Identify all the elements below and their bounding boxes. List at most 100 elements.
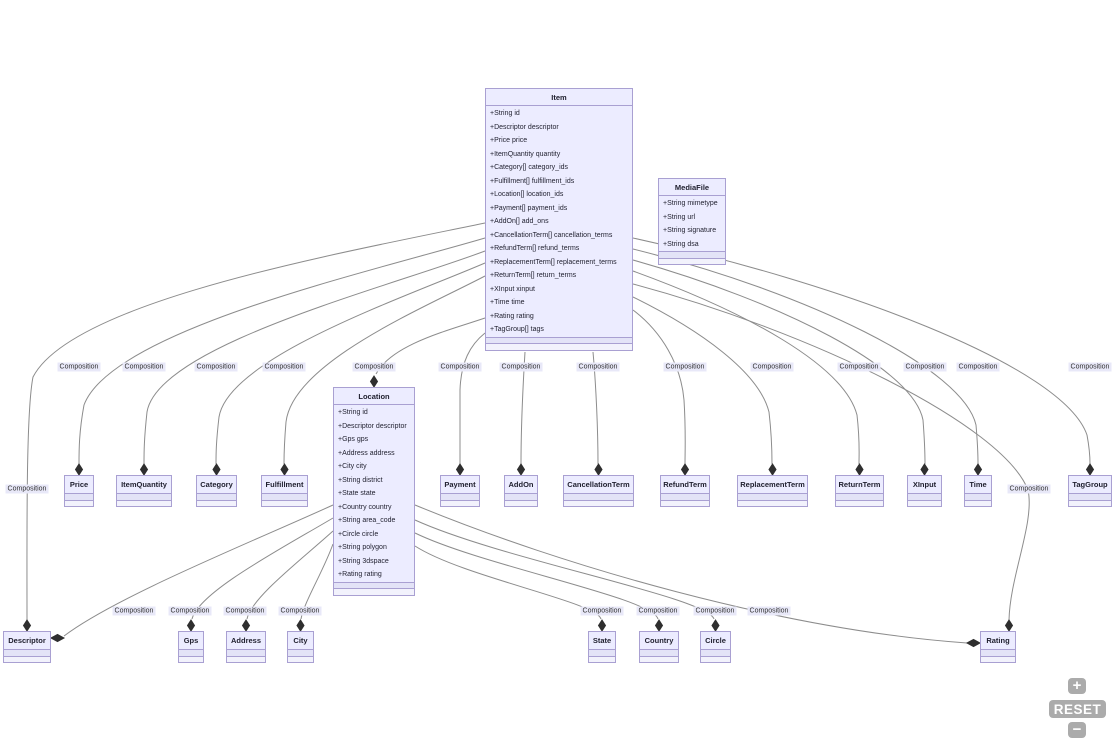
footer-compartment <box>981 655 1015 662</box>
methods-compartment <box>701 650 730 656</box>
class-attribute: +Time time <box>490 299 525 306</box>
class-addon[interactable]: AddOn <box>504 475 538 507</box>
composition-edge <box>414 545 602 620</box>
class-fulfillment[interactable]: Fulfillment <box>261 475 308 507</box>
edge-label-composition: Composition <box>956 362 1000 372</box>
composition-edge <box>191 517 334 620</box>
zoom-out-button[interactable]: − <box>1068 722 1086 738</box>
reset-button[interactable]: RESET <box>1049 700 1106 718</box>
composition-diamond-icon <box>654 619 664 632</box>
composition-edge <box>414 519 715 620</box>
composition-diamond-icon <box>594 463 603 476</box>
class-title: AddOn <box>505 476 537 494</box>
zoom-in-button[interactable]: + <box>1068 678 1086 694</box>
class-attribute: +Descriptor descriptor <box>338 422 407 430</box>
class-title: Price <box>65 476 93 494</box>
class-refundterm[interactable]: RefundTerm <box>660 475 710 507</box>
class-title: Descriptor <box>4 632 50 650</box>
composition-diamond-icon <box>241 619 251 632</box>
class-title: Fulfillment <box>262 476 307 494</box>
composition-diamond-icon <box>22 619 32 632</box>
class-title: MediaFile <box>659 179 725 196</box>
class-country[interactable]: Country <box>639 631 679 663</box>
methods-compartment <box>334 582 414 588</box>
class-attribute: +City city <box>338 463 367 470</box>
edge-label-composition: Composition <box>1068 362 1112 372</box>
class-attribute: +CancellationTerm[] cancellation_terms <box>490 231 613 239</box>
composition-diamond-icon <box>280 463 289 476</box>
class-attribute: +Circle circle <box>338 530 379 538</box>
edge-label-composition: Composition <box>262 362 306 372</box>
class-rating[interactable]: Rating <box>980 631 1016 663</box>
class-replacementterm[interactable]: ReplacementTerm <box>737 475 808 507</box>
class-title: XInput <box>908 476 941 494</box>
class-item[interactable]: Item+String id+Descriptor descriptor+Pri… <box>485 88 633 351</box>
class-mediafile[interactable]: MediaFile+String mimetype+String url+Str… <box>658 178 726 265</box>
footer-compartment <box>965 499 991 506</box>
methods-compartment <box>197 494 236 500</box>
composition-diamond-icon <box>296 619 305 632</box>
class-attributes: +String mimetype+String url+String signa… <box>659 196 725 252</box>
class-price[interactable]: Price <box>64 475 94 507</box>
footer-compartment <box>505 499 537 506</box>
methods-compartment <box>1069 494 1111 500</box>
composition-diamond-icon <box>74 463 84 476</box>
footer-compartment <box>197 499 236 506</box>
class-attribute: +Price price <box>490 137 528 144</box>
class-title: Country <box>640 632 678 650</box>
composition-edge <box>283 275 486 465</box>
class-location[interactable]: Location+String id+Descriptor descriptor… <box>333 387 415 596</box>
class-returnterm[interactable]: ReturnTerm <box>835 475 884 507</box>
composition-edge <box>632 237 1091 465</box>
class-circle[interactable]: Circle <box>700 631 731 663</box>
class-title: Gps <box>179 632 203 650</box>
composition-diamond-icon <box>516 463 526 476</box>
class-title: ItemQuantity <box>117 476 171 494</box>
class-title: Time <box>965 476 991 494</box>
composition-diamond-icon <box>973 463 983 476</box>
class-descriptor[interactable]: Descriptor <box>3 631 51 663</box>
class-attribute: +String polygon <box>338 544 387 551</box>
class-cancellationterm[interactable]: CancellationTerm <box>563 475 634 507</box>
edge-label-composition: Composition <box>903 362 947 372</box>
class-title: Item <box>486 89 632 106</box>
class-attribute: +Location[] location_ids <box>490 191 564 198</box>
class-attribute: +Descriptor descriptor <box>490 123 559 131</box>
class-taggroup[interactable]: TagGroup <box>1068 475 1112 507</box>
edge-label-composition: Composition <box>1007 484 1051 494</box>
class-gps[interactable]: Gps <box>178 631 204 663</box>
composition-edge <box>459 332 486 464</box>
edge-label-composition: Composition <box>693 606 737 616</box>
class-attribute: +String signature <box>663 227 717 234</box>
class-city[interactable]: City <box>287 631 314 663</box>
class-itemquantity[interactable]: ItemQuantity <box>116 475 172 507</box>
class-attributes: +String id+Descriptor descriptor+Gps gps… <box>334 405 414 583</box>
composition-diamond-icon <box>680 463 690 476</box>
edge-label-composition: Composition <box>747 606 791 616</box>
class-category[interactable]: Category <box>196 475 237 507</box>
class-time[interactable]: Time <box>964 475 992 507</box>
class-xinput[interactable]: XInput <box>907 475 942 507</box>
composition-diamond-icon <box>1004 619 1014 632</box>
methods-compartment <box>4 650 50 656</box>
class-attribute: +Category[] category_ids <box>490 164 569 171</box>
composition-edge <box>632 296 773 465</box>
class-title: City <box>288 632 313 650</box>
composition-diamond-icon <box>855 463 864 476</box>
class-title: CancellationTerm <box>564 476 633 494</box>
class-state[interactable]: State <box>588 631 616 663</box>
composition-diamond-icon <box>212 463 221 476</box>
methods-compartment <box>661 494 709 500</box>
class-attribute: +String 3dspace <box>338 557 389 565</box>
composition-edge <box>215 262 486 465</box>
methods-compartment <box>589 650 615 656</box>
class-address[interactable]: Address <box>226 631 266 663</box>
composition-edge <box>414 504 968 644</box>
class-payment[interactable]: Payment <box>440 475 480 507</box>
footer-compartment <box>836 499 883 506</box>
edge-label-composition: Composition <box>663 362 707 372</box>
edge-label-composition: Composition <box>750 362 794 372</box>
footer-compartment <box>227 655 265 662</box>
edge-label-composition: Composition <box>636 606 680 616</box>
